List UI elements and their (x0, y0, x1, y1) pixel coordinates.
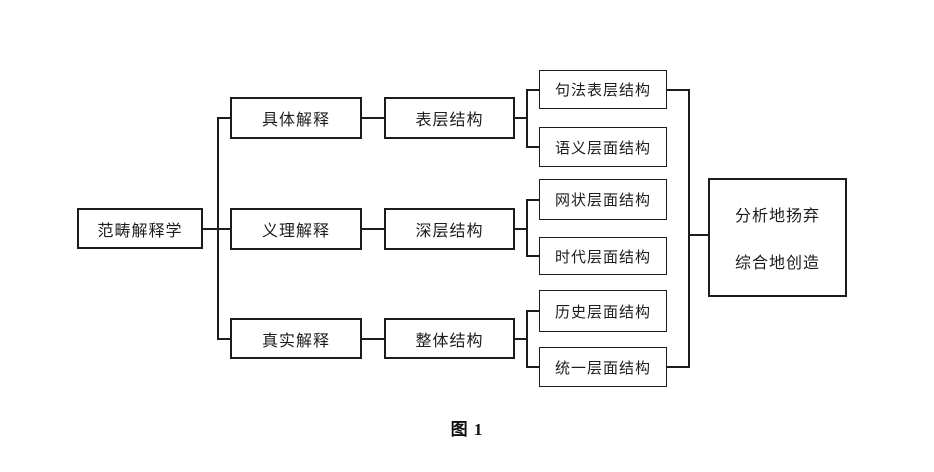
connector-stub-history (526, 310, 539, 312)
node-surface-structure: 表层结构 (384, 97, 515, 139)
node-syntactic-surface-layer: 句法表层结构 (539, 70, 667, 109)
connector-stub-doctrinal (217, 228, 230, 230)
connector-stub-concrete (217, 117, 230, 119)
connector-stub-network (526, 199, 539, 201)
connector-stub-era (526, 255, 539, 257)
node-category-hermeneutics: 范畴解释学 (77, 208, 203, 249)
node-history-layer: 历史层面结构 (539, 290, 667, 332)
result-line-1: 分析地扬弃 (734, 208, 820, 226)
connector-surface-out (515, 117, 527, 119)
connector-whole-out (515, 338, 527, 340)
node-synthesis-result: 分析地扬弃 综合地创造 (708, 178, 847, 297)
connector-stub-syntactic (526, 89, 539, 91)
node-era-layer: 时代层面结构 (539, 237, 667, 275)
result-line-2: 综合地创造 (734, 254, 820, 272)
connector-stub-real (217, 338, 230, 340)
node-whole-structure: 整体结构 (384, 318, 515, 359)
connector-bracket1-vertical (526, 89, 528, 148)
connector-right-rail-vertical (688, 89, 690, 368)
connector-root-out (203, 228, 218, 230)
node-network-layer: 网状层面结构 (539, 179, 667, 220)
connector-rail-to-result (688, 234, 708, 236)
connector-row2 (362, 228, 384, 230)
node-semantic-layer: 语义层面结构 (539, 127, 667, 167)
connector-row3 (362, 338, 384, 340)
node-unified-layer: 统一层面结构 (539, 347, 667, 387)
connector-syntactic-to-rail (667, 89, 690, 91)
connector-deep-out (515, 228, 527, 230)
connector-bracket3-vertical (526, 310, 528, 368)
connector-stub-unified (526, 366, 539, 368)
figure-caption: 图 1 (450, 420, 484, 439)
node-real-interpretation: 真实解释 (230, 318, 362, 359)
connector-unified-to-rail (667, 366, 690, 368)
connector-bracket2-vertical (526, 199, 528, 257)
node-concrete-interpretation: 具体解释 (230, 97, 362, 139)
connector-stub-semantic (526, 146, 539, 148)
node-doctrinal-interpretation: 义理解释 (230, 208, 362, 250)
node-deep-structure: 深层结构 (384, 208, 515, 250)
connector-row1 (362, 117, 384, 119)
